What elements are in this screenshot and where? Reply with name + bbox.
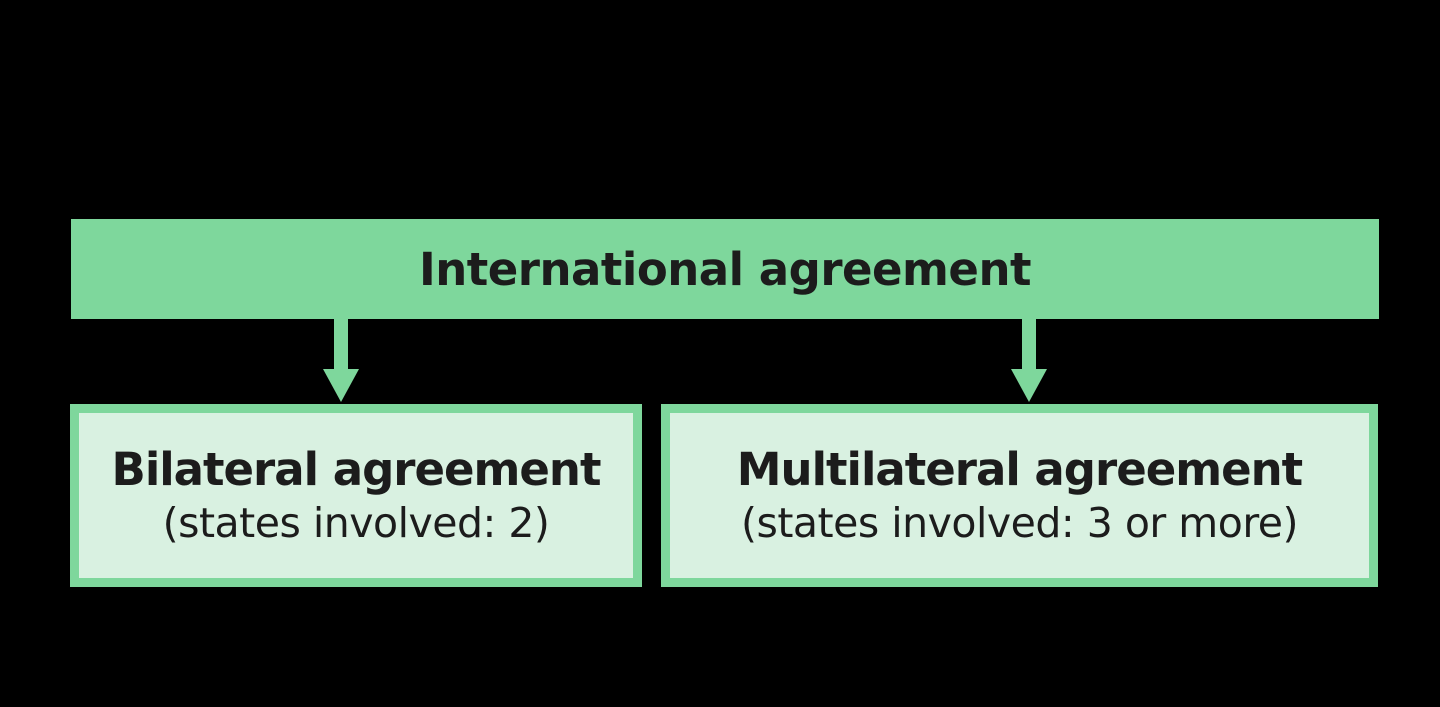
- child-node-subtitle: (states involved: 2): [162, 499, 550, 547]
- child-node-title: Multilateral agreement: [736, 442, 1303, 496]
- root-node-label: International agreement: [418, 242, 1032, 296]
- arrow-head: [323, 369, 359, 402]
- child-node-multilateral-agreement: Multilateral agreement (states involved:…: [661, 404, 1378, 587]
- child-node-subtitle: (states involved: 3 or more): [740, 499, 1299, 547]
- child-node-title: Bilateral agreement: [111, 442, 602, 496]
- arrow-down-icon: [323, 319, 359, 403]
- arrow-shaft: [1022, 319, 1036, 371]
- arrow-shaft: [334, 319, 348, 371]
- arrow-down-icon: [1011, 319, 1047, 403]
- arrow-head: [1011, 369, 1047, 402]
- root-node-international-agreement: International agreement: [71, 219, 1379, 319]
- child-node-bilateral-agreement: Bilateral agreement (states involved: 2): [70, 404, 642, 587]
